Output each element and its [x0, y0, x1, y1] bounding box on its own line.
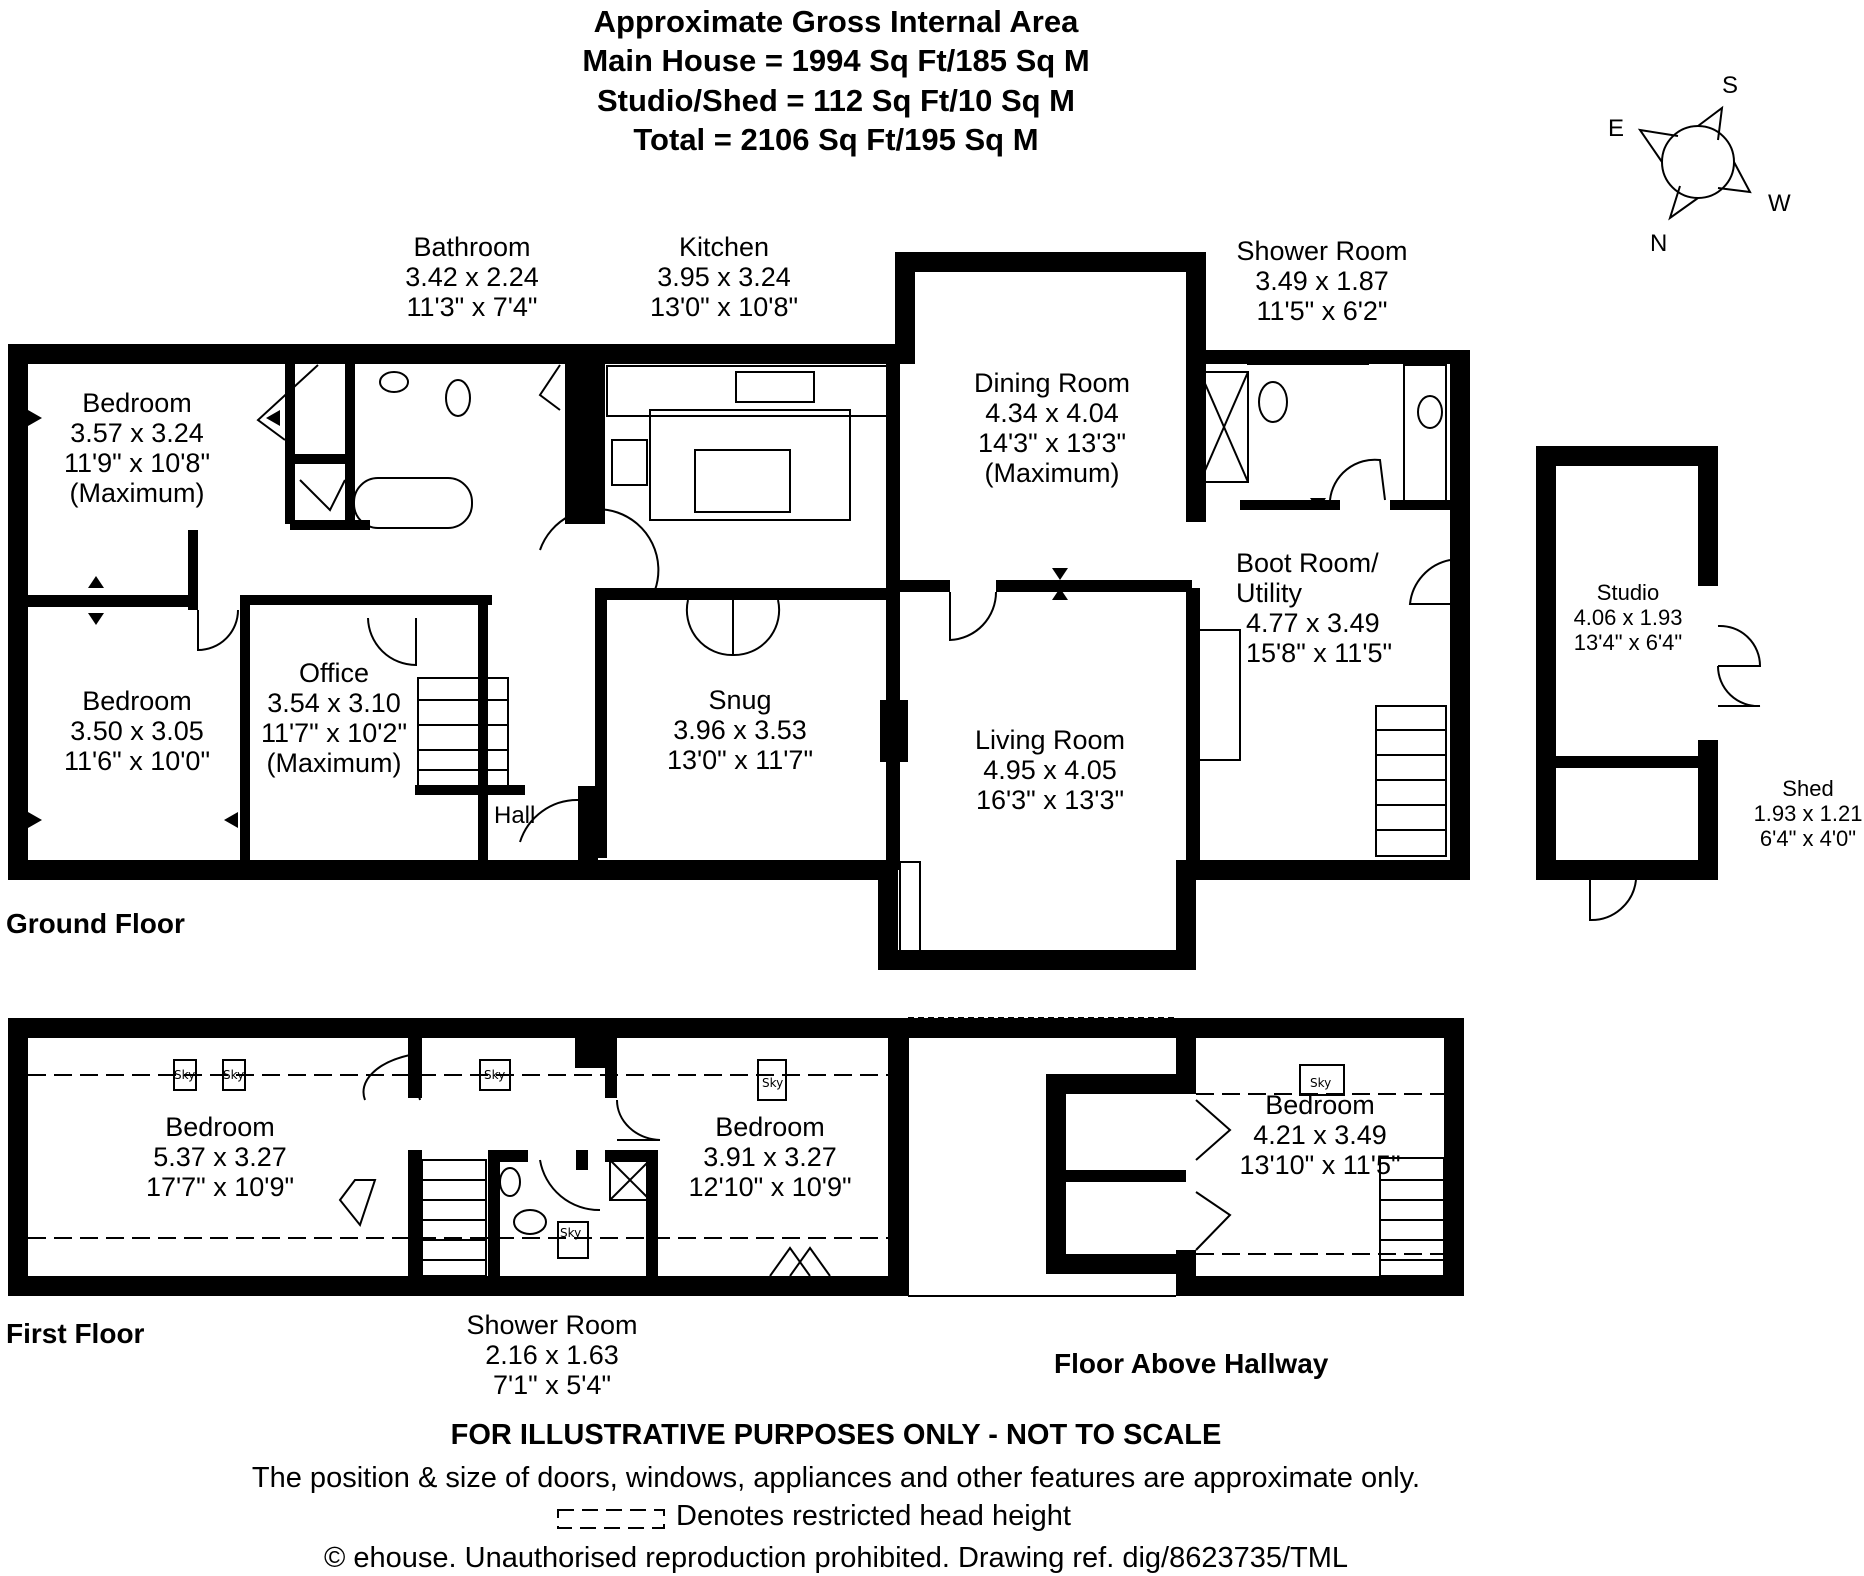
area-studio-shed: Studio/Shed = 112 Sq Ft/10 Sq M [596, 83, 1076, 118]
room-bedroom-2: Bedroom 3.50 x 3.05 11'6" x 10'0" [63, 686, 211, 776]
footer-legend: Denotes restricted head height [676, 1500, 1071, 1532]
footer-disclaimer-2: The position & size of doors, windows, a… [251, 1462, 1421, 1494]
room-snug: Snug 3.96 x 3.53 13'0" x 11'7" [666, 685, 814, 775]
compass-e: E [1608, 115, 1625, 142]
room-fah-bedroom: Bedroom 4.21 x 3.49 13'10" x 11'5" [1239, 1090, 1401, 1180]
label-floor-above-hallway: Floor Above Hallway [1054, 1348, 1329, 1379]
room-living: Living Room 4.95 x 4.05 16'3" x 13'3" [974, 725, 1126, 815]
footer-copyright: © ehouse. Unauthorised reproduction proh… [323, 1542, 1349, 1574]
room-office: Office 3.54 x 3.10 11'7" x 10'2" (Maximu… [260, 658, 408, 778]
room-shed: Shed 1.93 x 1.21 6'4" x 4'0" [1753, 776, 1863, 851]
compass-n: N [1650, 230, 1668, 257]
skylight-label: Sky [560, 1226, 582, 1240]
room-kitchen: Kitchen 3.95 x 3.24 13'0" x 10'8" [649, 232, 799, 322]
skylight-label: Sky [174, 1068, 196, 1082]
room-dining: Dining Room 4.34 x 4.04 14'3" x 13'3" (M… [973, 368, 1131, 488]
room-ff-bedroom-2: Bedroom 3.91 x 3.27 12'10" x 10'9" [688, 1112, 852, 1202]
room-hall: Hall [494, 802, 536, 829]
label-first-floor: First Floor [6, 1318, 145, 1349]
room-shower: Shower Room 3.49 x 1.87 11'5" x 6'2" [1236, 236, 1408, 326]
room-studio: Studio 4.06 x 1.93 13'4" x 6'4" [1573, 580, 1683, 655]
skylight-label: Sky [223, 1068, 245, 1082]
room-bedroom-1: Bedroom 3.57 x 3.24 11'9" x 10'8" (Maxim… [63, 388, 211, 508]
compass-w: W [1768, 190, 1791, 217]
room-ff-shower: Shower Room 2.16 x 1.63 7'1" x 5'4" [466, 1310, 638, 1400]
area-title: Approximate Gross Internal Area [593, 4, 1079, 39]
compass-s: S [1722, 72, 1739, 99]
area-total: Total = 2106 Sq Ft/195 Sq M [633, 122, 1039, 157]
label-ground-floor: Ground Floor [6, 908, 185, 939]
room-bathroom: Bathroom 3.42 x 2.24 11'3" x 7'4" [405, 232, 539, 322]
area-main-house: Main House = 1994 Sq Ft/185 Sq M [582, 43, 1090, 78]
room-boot-utility: Boot Room/ Utility 4.77 x 3.49 15'8" x 1… [1236, 548, 1393, 668]
skylight-label: Sky [1310, 1076, 1332, 1090]
skylight-label: Sky [762, 1076, 784, 1090]
skylight-label: Sky [484, 1068, 506, 1082]
footer-disclaimer-1: FOR ILLUSTRATIVE PURPOSES ONLY - NOT TO … [450, 1419, 1222, 1451]
room-ff-bedroom-1: Bedroom 5.37 x 3.27 17'7" x 10'9" [145, 1112, 295, 1202]
